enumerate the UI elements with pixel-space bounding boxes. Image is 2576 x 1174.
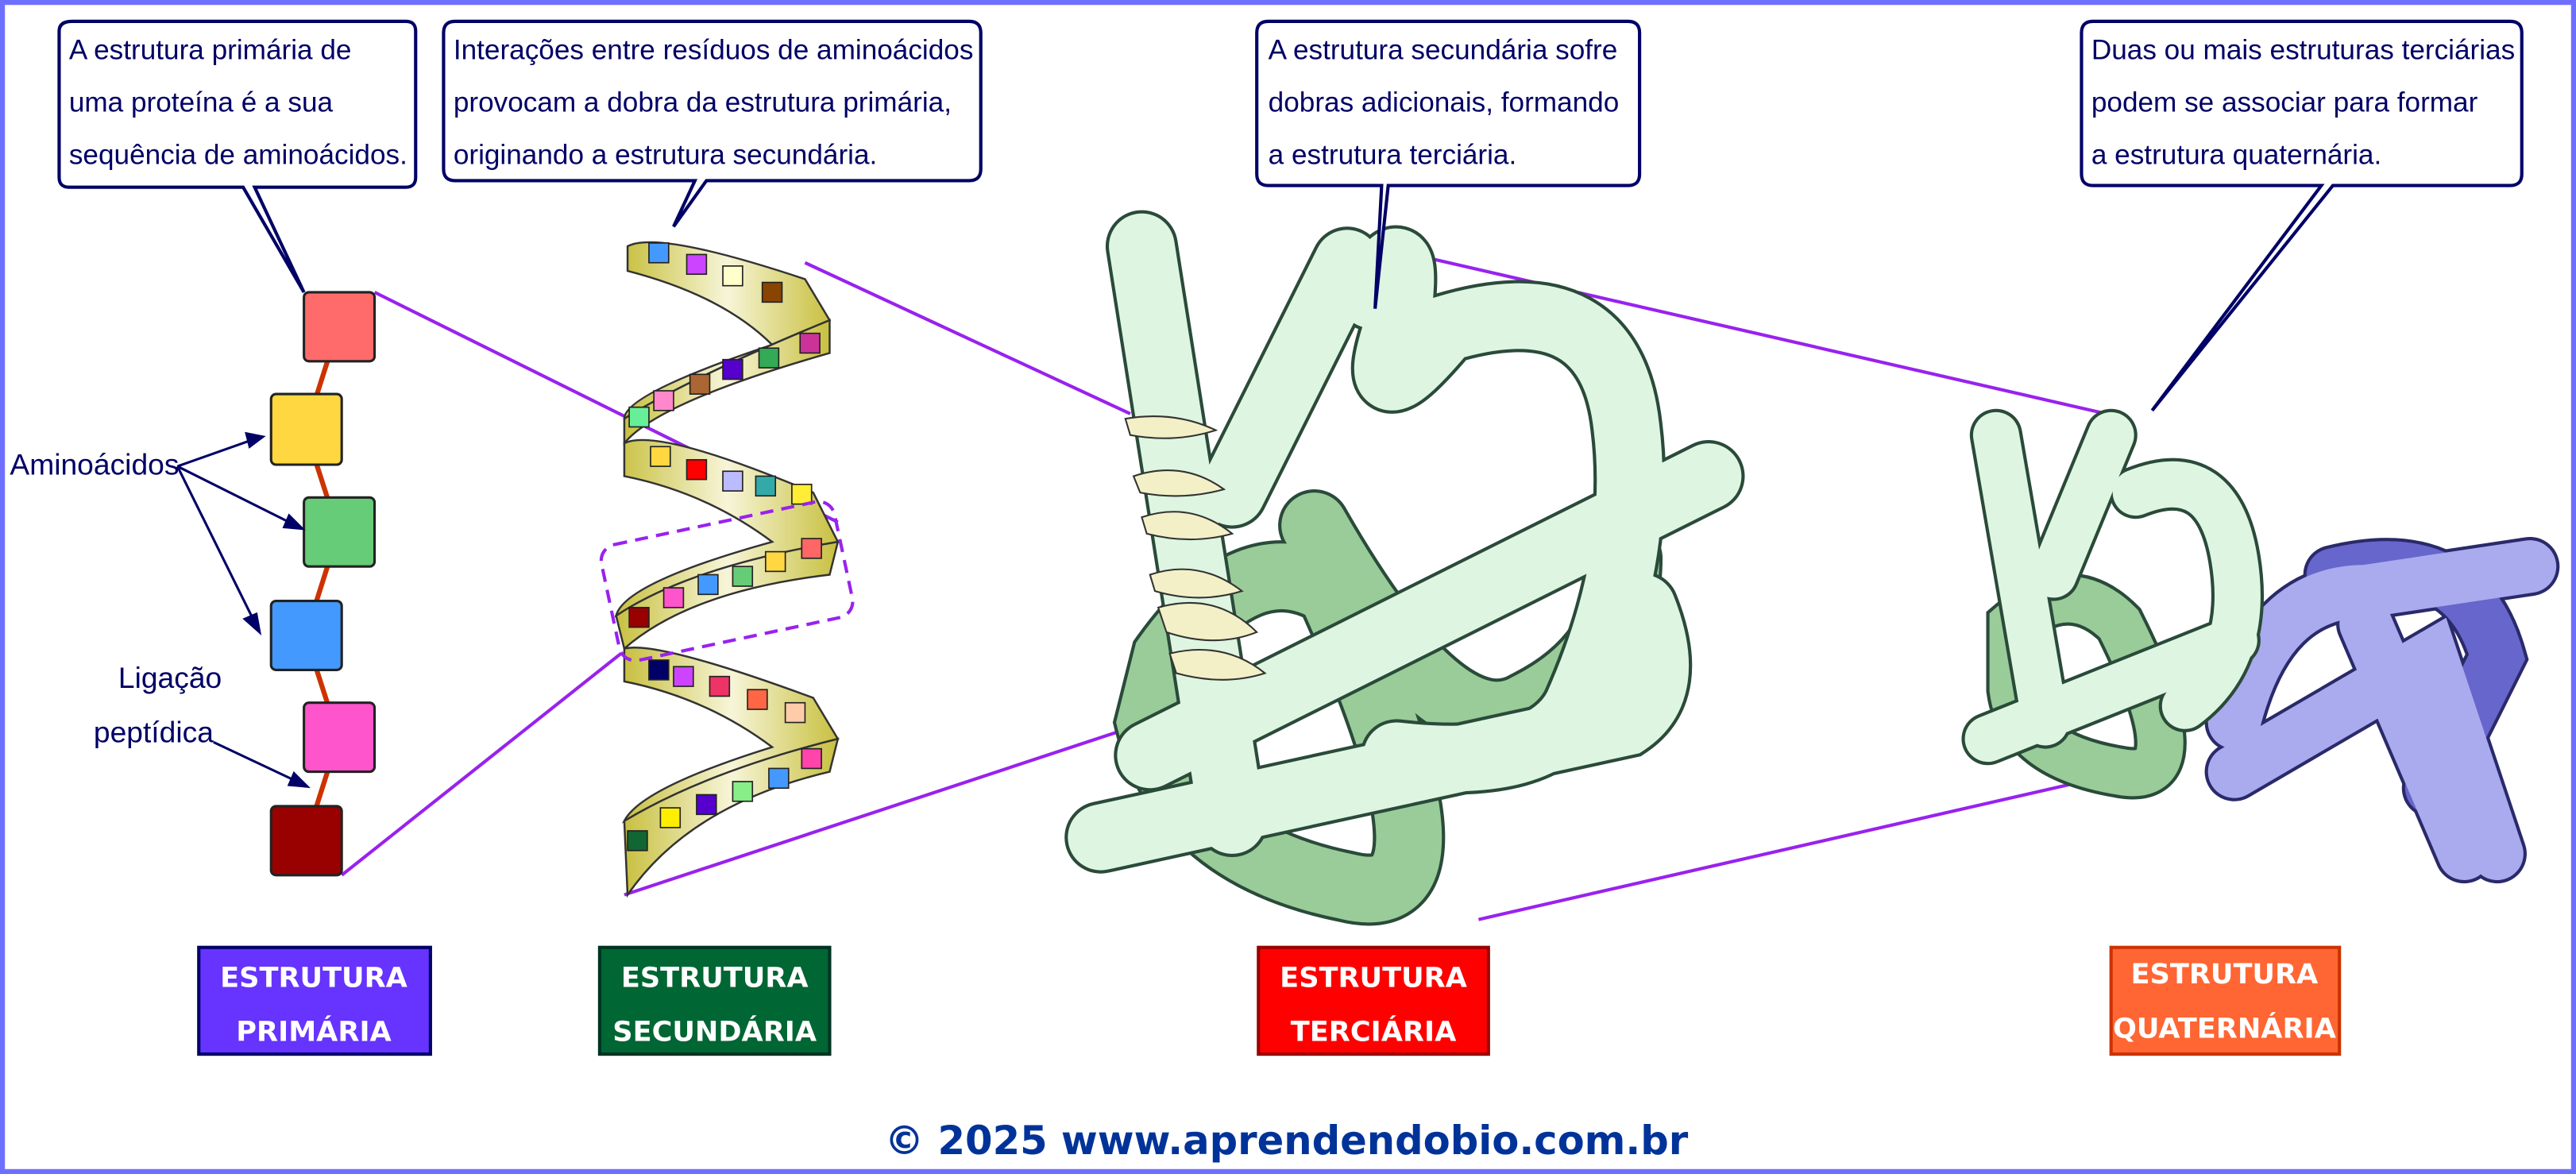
alpha-helix (599, 241, 855, 898)
label-line: QUATERNÁRIA (2113, 1011, 2337, 1045)
callout-text: a estrutura quaternária. (2091, 140, 2381, 171)
peptide-bond-annotation: Ligação (118, 661, 222, 694)
callout-text: Duas ou mais estruturas terciárias (2091, 34, 2515, 65)
peptide-bond-annotation-2: peptídica (94, 715, 214, 748)
label-tertiary: ESTRUTURA TERCIÁRIA (1257, 945, 1490, 1056)
callout-text: uma proteína é a sua (69, 87, 334, 118)
callout-text: podem se associar para formar (2091, 87, 2478, 118)
amino-acid (269, 805, 343, 877)
amino-acids-annotation: Aminoácidos (10, 447, 179, 481)
callout-tertiary: A estrutura secundária sofre dobras adic… (1255, 19, 1642, 309)
label-line: ESTRUTURA (2131, 958, 2319, 991)
label-primary: ESTRUTURA PRIMÁRIA (197, 945, 432, 1056)
callout-text: provocam a dobra da estrutura primária, (454, 87, 952, 118)
quaternary-structure (1961, 408, 2560, 884)
amino-acid (303, 291, 377, 363)
label-line: ESTRUTURA (621, 961, 809, 994)
callout-text: A estrutura secundária sofre (1269, 34, 1618, 65)
amino-acid (303, 701, 377, 774)
callout-text: Interações entre resíduos de aminoácidos (454, 34, 974, 65)
amino-acid (303, 496, 377, 568)
label-quaternary: ESTRUTURA QUATERNÁRIA (2109, 945, 2342, 1056)
annotation-arrows (176, 431, 311, 789)
callout-text: dobras adicionais, formando (1269, 87, 1620, 118)
label-line: ESTRUTURA (1280, 961, 1468, 994)
callout-quaternary: Duas ou mais estruturas terciárias podem… (2080, 19, 2524, 412)
callout-text: A estrutura primária de (69, 34, 352, 65)
callout-primary: A estrutura primária de uma proteína é a… (57, 19, 418, 293)
footer-copyright: © 2025 www.aprendendobio.com.br (885, 1118, 1689, 1164)
label-line: ESTRUTURA (220, 961, 408, 994)
callout-text: sequência de aminoácidos. (69, 140, 407, 171)
label-line: SECUNDÁRIA (612, 1015, 817, 1048)
label-secondary: ESTRUTURA SECUNDÁRIA (597, 945, 832, 1056)
tertiary-structure (1064, 210, 1745, 926)
callout-text: originando a estrutura secundária. (454, 140, 877, 171)
amino-acid (269, 600, 343, 671)
amino-acid (269, 392, 343, 466)
callout-text: a estrutura terciária. (1269, 140, 1517, 171)
helix-residues (627, 242, 822, 852)
label-line: PRIMÁRIA (236, 1015, 392, 1048)
label-line: TERCIÁRIA (1291, 1015, 1457, 1048)
primary-chain (269, 291, 377, 877)
callout-secondary: Interações entre resíduos de aminoácidos… (442, 19, 983, 228)
